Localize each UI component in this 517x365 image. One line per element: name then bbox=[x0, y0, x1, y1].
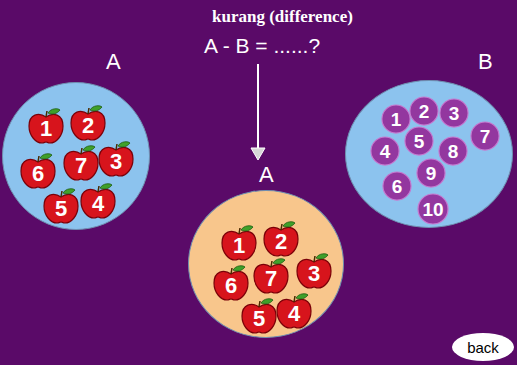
element-number: 7 bbox=[75, 155, 87, 177]
apple: 2 bbox=[69, 105, 107, 141]
element-number: 7 bbox=[480, 127, 491, 146]
element-number: 7 bbox=[265, 268, 277, 290]
apple: 1 bbox=[220, 225, 258, 261]
apple: 4 bbox=[275, 293, 313, 329]
set-heading: A bbox=[106, 51, 121, 73]
number-ball: 9 bbox=[416, 158, 446, 188]
set-a-circle: A1267354 bbox=[2, 82, 150, 230]
element-number: 3 bbox=[110, 151, 122, 173]
element-number: 2 bbox=[82, 115, 94, 137]
element-number: 1 bbox=[233, 235, 245, 257]
back-button: back bbox=[452, 333, 514, 361]
number-ball: 4 bbox=[370, 136, 400, 166]
equation-label: A - B = ......? bbox=[204, 34, 320, 58]
set-heading: B bbox=[478, 51, 493, 73]
element-number: 3 bbox=[449, 104, 460, 123]
number-ball: 8 bbox=[438, 136, 468, 166]
number-ball: 5 bbox=[404, 126, 434, 156]
element-number: 5 bbox=[253, 308, 265, 330]
element-number: 2 bbox=[275, 231, 287, 253]
element-number: 6 bbox=[225, 275, 237, 297]
button-label: back bbox=[467, 340, 499, 355]
element-number: 1 bbox=[40, 118, 52, 140]
element-number: 4 bbox=[288, 303, 300, 325]
element-number: 4 bbox=[92, 193, 104, 215]
apple: 7 bbox=[62, 145, 100, 181]
title: kurang (difference) bbox=[212, 7, 353, 27]
element-number: 5 bbox=[414, 132, 425, 151]
number-ball: 6 bbox=[382, 171, 412, 201]
element-number: 5 bbox=[55, 198, 67, 220]
element-number: 8 bbox=[448, 142, 459, 161]
number-ball: 10 bbox=[417, 193, 449, 225]
number-ball: 1 bbox=[381, 104, 411, 134]
element-number: 6 bbox=[32, 163, 44, 185]
apple: 3 bbox=[97, 141, 135, 177]
element-number: 9 bbox=[426, 164, 437, 183]
number-ball: 2 bbox=[409, 96, 439, 126]
apple: 4 bbox=[79, 183, 117, 219]
element-number: 10 bbox=[422, 200, 443, 219]
apple: 5 bbox=[240, 298, 278, 334]
element-number: 6 bbox=[392, 177, 403, 196]
set-heading: A bbox=[259, 164, 274, 186]
apple: 6 bbox=[19, 153, 57, 189]
element-number: 3 bbox=[308, 263, 320, 285]
element-number: 4 bbox=[380, 142, 391, 161]
result-circle: A1267354 bbox=[188, 190, 344, 338]
apple: 2 bbox=[262, 221, 300, 257]
apple: 5 bbox=[42, 188, 80, 224]
element-number: 2 bbox=[419, 102, 430, 121]
arrow-line bbox=[257, 64, 259, 150]
number-ball: 7 bbox=[470, 121, 500, 151]
arrow-head bbox=[251, 148, 265, 160]
apple: 6 bbox=[212, 265, 250, 301]
apple: 1 bbox=[27, 108, 65, 144]
element-number: 1 bbox=[391, 110, 402, 129]
apple: 7 bbox=[252, 258, 290, 294]
set-b-circle: B12374586910 bbox=[345, 80, 513, 228]
apple: 3 bbox=[295, 253, 333, 289]
number-ball: 3 bbox=[439, 98, 469, 128]
